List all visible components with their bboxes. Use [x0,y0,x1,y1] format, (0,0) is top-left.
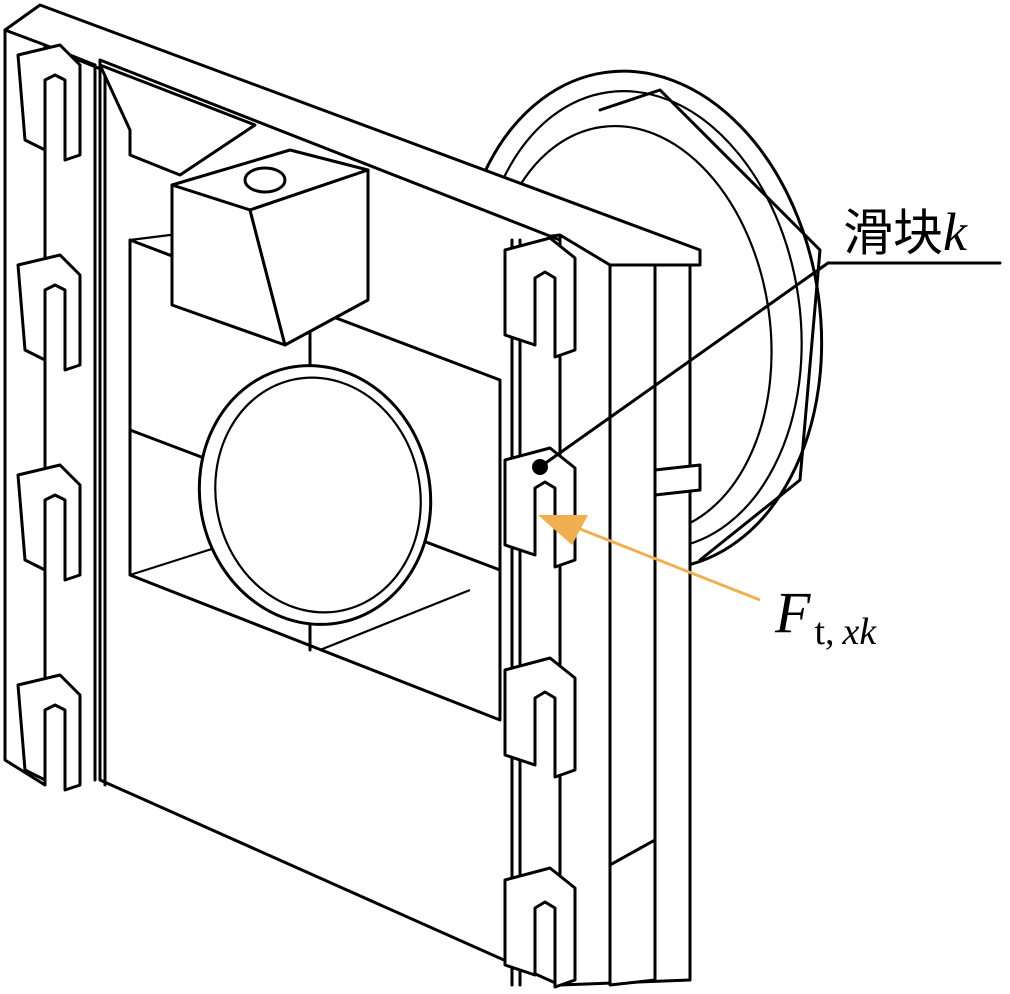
right-clip-4 [503,866,577,989]
slider-k-block [503,446,577,569]
slider-leader [532,261,1002,475]
left-clip-2 [16,253,82,372]
right-rail [510,238,522,987]
right-clip-3 [503,656,577,779]
slider-point [532,459,548,475]
force-arrow [538,515,761,602]
left-rail [3,28,97,787]
inner-window [128,223,502,722]
slider-label: 滑块k [843,202,968,262]
right-clip-1 [503,236,577,359]
right-housing [558,233,702,987]
left-clip-4 [16,673,82,792]
top-block [170,148,370,347]
left-clip-1 [16,43,82,162]
left-clip-3 [16,463,82,582]
